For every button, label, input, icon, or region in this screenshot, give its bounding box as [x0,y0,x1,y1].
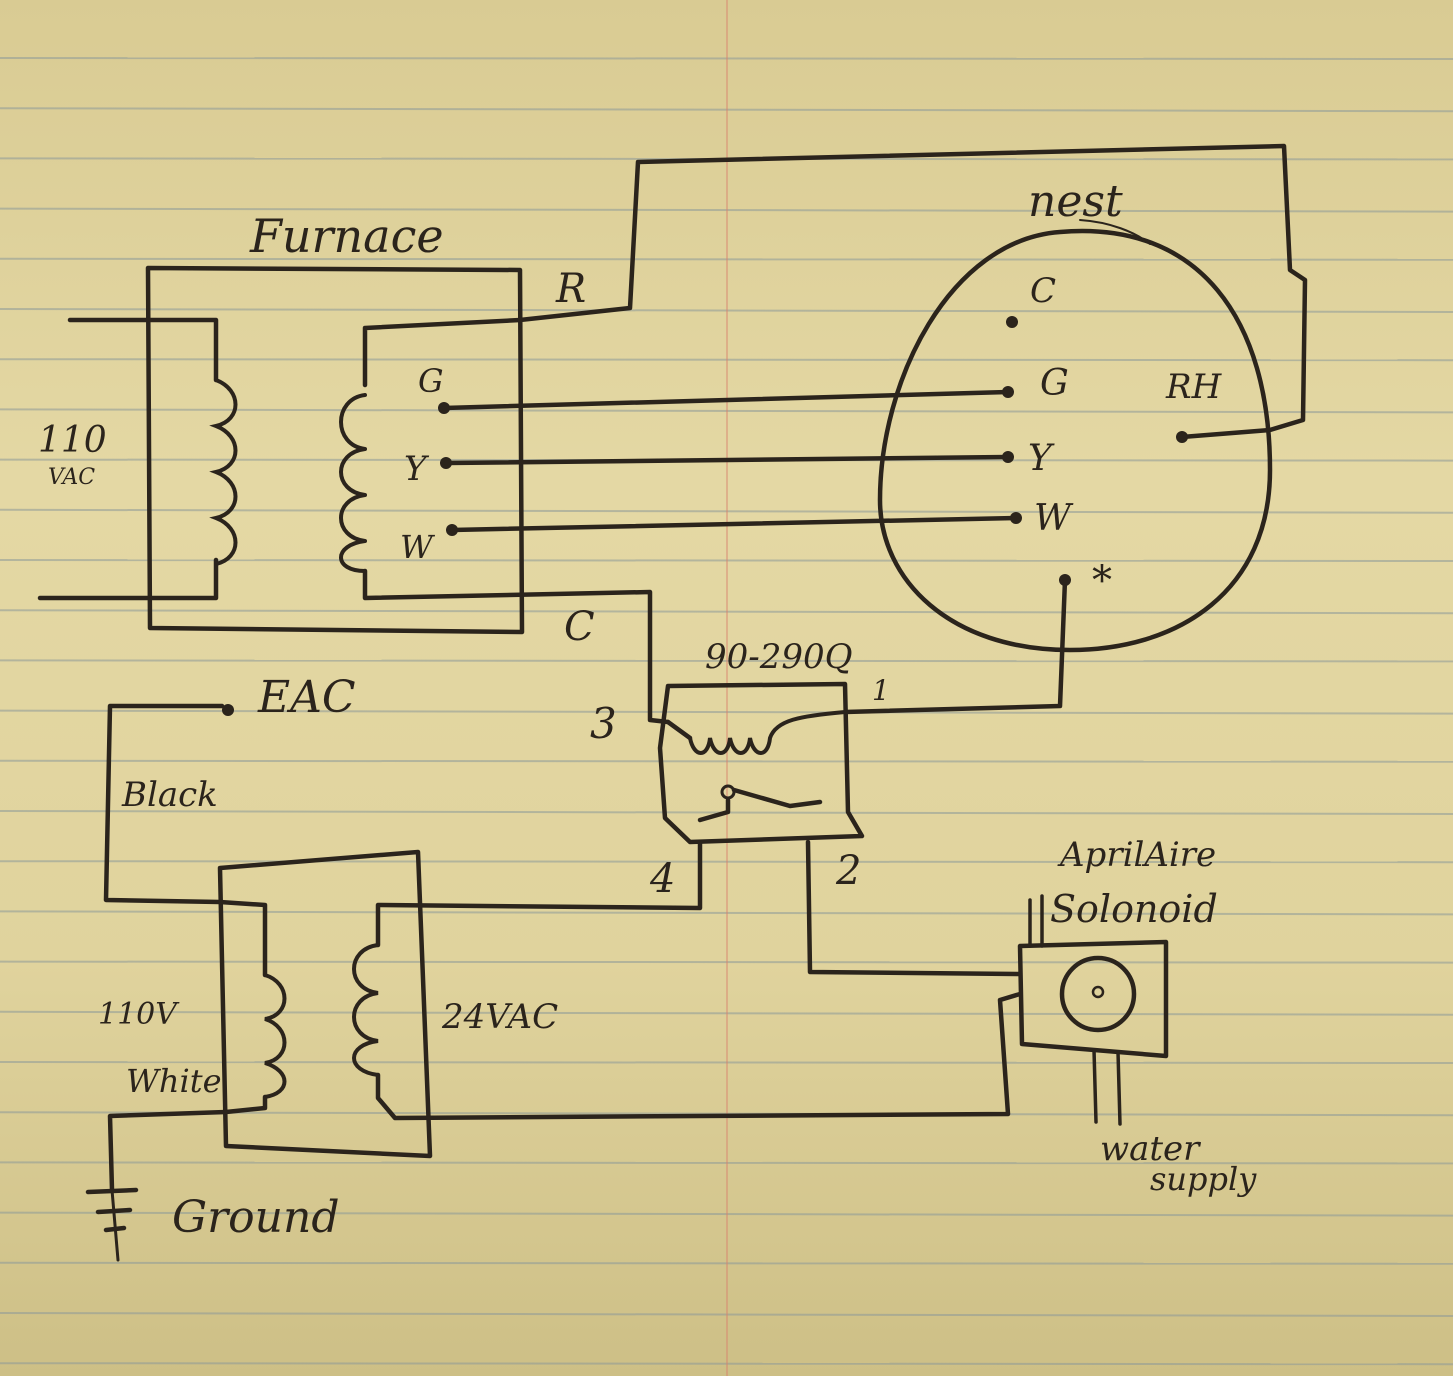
water-label: water [1100,1129,1201,1169]
nest-circle [877,228,1273,653]
nest-circle-overlap [1079,219,1151,245]
vac110-bottom-label: VAC [48,465,95,490]
relay-pin3-lead [665,719,693,741]
furnace-label: Furnace [249,209,444,263]
solonoid-box [1017,939,1169,1059]
relay-contact [720,784,736,800]
transformer-primary-bottom-lead [223,1094,268,1115]
relay-box [657,681,865,845]
wire-R [517,143,1308,440]
wire-W [449,515,1019,533]
wire-star-to-relay [842,577,1068,715]
nest-C-label: C [1030,271,1056,311]
110v-label: 110V [98,997,180,1032]
transformer-secondary-coil [352,943,380,1077]
relay-pin3-label: 3 [590,699,617,748]
ground-stem [110,1188,120,1262]
nest-Y-terminal [1002,451,1014,463]
aprilaire-label: AprilAire [1057,835,1216,875]
relay-common-lead [697,797,731,823]
nest-Y-label: Y [1028,438,1055,479]
relay-switch-arm [731,787,823,809]
C-label: C [564,604,595,650]
nest-W-label: W [1034,498,1074,539]
transformer-box [217,849,433,1159]
nest-C-terminal [1006,316,1018,328]
furnace-Y-label: Y [404,449,430,489]
solonoid-valve [1059,955,1137,1033]
furnace-G-label: G [418,362,444,400]
vac110-top-label: 110 [38,420,107,461]
wire-black [103,703,225,905]
supply-label: supply [1150,1160,1257,1198]
wire-C [362,568,671,725]
furnace-primary-top-lead [67,317,219,383]
relay-pin4-label: 4 [649,856,675,902]
furnace-primary-bottom-lead [37,557,219,601]
nest-RH-terminal [1176,431,1188,443]
furnace-W-label: W [400,528,436,566]
nest-G-label: G [1040,363,1069,404]
black-label: Black [121,775,218,815]
water-supply-pipe [1092,1048,1122,1126]
solonoid-label: Solonoid [1050,887,1218,931]
transformer-primary-top-lead [217,899,268,978]
relay-pin2-label: 2 [835,848,861,894]
nest-RH-label: RH [1165,367,1223,407]
wire-Y [443,454,1011,466]
nest-star-label: * [1092,558,1112,604]
wire-white [107,1109,229,1193]
relay-label: 90-290Q [705,637,853,677]
furnace-secondary-coil [339,393,367,573]
R-label: R [555,266,586,312]
eac-label: EAC [257,672,356,723]
solonoid-terminals [1028,894,1044,948]
wire-24vac-return [375,991,1023,1121]
relay-coil [688,710,847,755]
furnace-secondary-top-lead [362,317,523,388]
transformer-primary-coil [263,973,287,1099]
ground-label: Ground [172,1192,340,1243]
nest-label: nest [1028,176,1123,227]
24vac-label: 24VAC [441,997,558,1037]
eac-terminal [222,704,234,716]
wire-pin2 [805,839,1023,977]
relay-pin1-label: 1 [872,674,890,707]
nest-G-terminal [1002,386,1014,398]
furnace-box [145,265,525,635]
furnace-primary-coil [209,378,238,566]
solonoid-valve-center [1091,985,1105,999]
wire-pin4 [375,839,703,948]
wire-G [441,389,1011,411]
white-label: White [126,1062,222,1100]
nest-W-terminal [1010,512,1022,524]
